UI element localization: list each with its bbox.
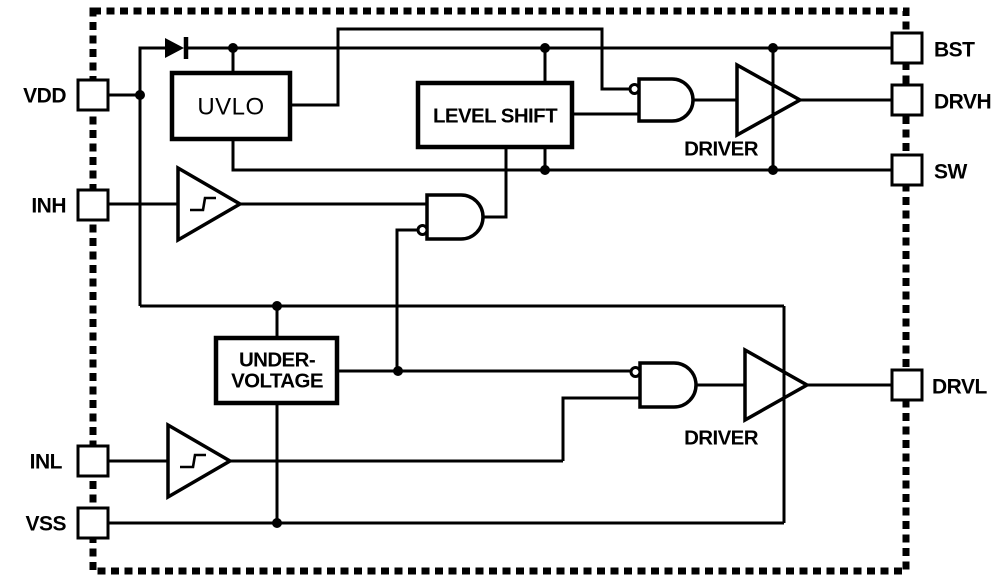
pin-square-drvl bbox=[890, 368, 924, 402]
and-gate-mid-icon bbox=[416, 193, 485, 241]
uvlo-block bbox=[169, 70, 293, 142]
and-gate-high-side-icon bbox=[628, 77, 695, 123]
pin-square-vdd bbox=[76, 78, 110, 112]
pin-square-inh bbox=[76, 188, 110, 222]
pin-square-vss bbox=[76, 506, 110, 540]
under-voltage-block bbox=[213, 335, 340, 406]
junction-dots bbox=[135, 43, 778, 528]
diode-icon bbox=[165, 37, 189, 59]
schmitt-trigger-inl-icon bbox=[166, 421, 234, 501]
pin-label-drvh: DRVH bbox=[934, 91, 991, 114]
pin-label-inl: INL bbox=[30, 451, 63, 474]
under-voltage-label-line1: UNDER- bbox=[239, 349, 315, 372]
pin-square-sw bbox=[890, 153, 924, 187]
inverting-input-bubble bbox=[628, 83, 641, 95]
schmitt-trigger-inh-icon bbox=[176, 164, 244, 244]
level-shift-block-label: LEVEL SHIFT bbox=[433, 105, 558, 128]
driver-low-triangle-icon bbox=[743, 347, 811, 423]
inverting-input-bubble bbox=[629, 366, 642, 378]
and-gate-low-side-icon bbox=[629, 361, 698, 409]
pin-square-bst bbox=[890, 31, 924, 65]
pin-label-drvl: DRVL bbox=[932, 376, 987, 399]
level-shift-block bbox=[415, 80, 575, 150]
driver-high-label: DRIVER bbox=[684, 138, 759, 161]
inverting-input-bubble bbox=[416, 224, 429, 236]
pin-label-vss: VSS bbox=[25, 513, 66, 536]
uvlo-block-label: UVLO bbox=[197, 94, 264, 121]
pin-label-vdd: VDD bbox=[23, 85, 66, 108]
wires bbox=[108, 27, 892, 525]
under-voltage-label-line2: VOLTAGE bbox=[231, 370, 323, 393]
pin-label-inh: INH bbox=[31, 195, 66, 218]
pin-label-sw: SW bbox=[934, 161, 968, 184]
driver-high-triangle-icon bbox=[735, 62, 804, 138]
pin-square-drvh bbox=[890, 83, 924, 117]
pin-square-inl bbox=[76, 444, 110, 478]
ic-boundary-border bbox=[89, 7, 910, 575]
driver-low-label: DRIVER bbox=[684, 427, 759, 450]
pin-label-bst: BST bbox=[934, 39, 975, 62]
